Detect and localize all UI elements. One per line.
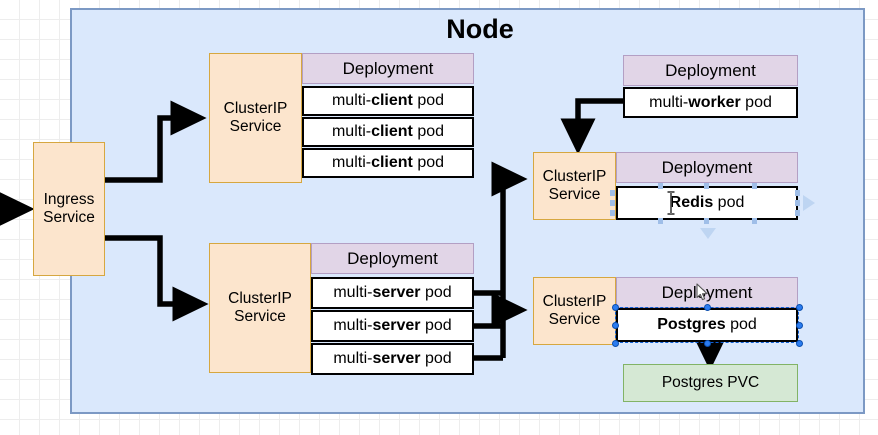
redis-row-handle-bottom[interactable] (610, 210, 615, 216)
postgres-handle-e[interactable] (796, 322, 803, 329)
node-title: Node (446, 14, 514, 44)
clusterip-service-client[interactable]: ClusterIP Service (209, 53, 302, 183)
ingress-service-label-line2: Service (43, 209, 95, 226)
clusterip-service-client-line1: ClusterIP (223, 99, 288, 117)
redis-row-edge-handle-sw[interactable] (658, 218, 663, 224)
pod-row-redis-1[interactable]: Redis pod (616, 186, 798, 220)
clusterip-service-redis-line2: Service (548, 186, 601, 203)
pod-row-postgres-1[interactable]: Postgres pod (616, 308, 798, 342)
redis-row-handle-mid[interactable] (610, 200, 615, 206)
clusterip-service-redis-label: ClusterIP Service (543, 168, 607, 205)
clusterip-service-redis[interactable]: ClusterIP Service (533, 152, 616, 220)
pod-label-client-1: multi-client pod (331, 92, 445, 109)
deployment-header-client[interactable]: Deployment (302, 53, 474, 84)
clusterip-service-server-line1: ClusterIP (228, 289, 292, 307)
ingress-service-label: Ingress Service (43, 191, 95, 228)
pod-row-server-3[interactable]: multi-server pod (311, 343, 474, 375)
postgres-handle-w[interactable] (612, 322, 619, 329)
redis-row-edge-handle-nw[interactable] (658, 183, 663, 189)
clusterip-service-postgres-line1: ClusterIP (542, 292, 607, 310)
pod-row-client-2[interactable]: multi-client pod (302, 117, 474, 147)
pod-row-server-2[interactable]: multi-server pod (311, 310, 474, 342)
redis-row-handle-right-bottom[interactable] (795, 210, 800, 216)
redis-connect-hint-right-icon[interactable] (803, 195, 815, 211)
pod-label-client-3: multi-client pod (331, 154, 445, 171)
redis-row-edge-handle-s[interactable] (704, 218, 709, 224)
redis-row-edge-handle-n[interactable] (704, 183, 709, 189)
pod-label-redis-1: Redis pod (669, 194, 745, 211)
ingress-service-label-line1: Ingress (43, 190, 95, 208)
deployment-header-worker[interactable]: Deployment (623, 55, 798, 86)
clusterip-service-redis-line1: ClusterIP (542, 167, 607, 185)
pod-row-client-1[interactable]: multi-client pod (302, 86, 474, 116)
postgres-handle-ne[interactable] (796, 304, 803, 311)
clusterip-service-postgres-label: ClusterIP Service (543, 293, 607, 330)
clusterip-service-client-line2: Service (229, 118, 282, 135)
pod-label-client-2: multi-client pod (331, 123, 445, 140)
pod-label-server-2: multi-server pod (333, 317, 452, 334)
clusterip-service-client-label: ClusterIP Service (224, 100, 288, 137)
redis-row-edge-handle-se[interactable] (752, 218, 757, 224)
clusterip-service-postgres-line2: Service (548, 311, 601, 328)
pod-label-server-3: multi-server pod (333, 350, 452, 367)
clusterip-service-server[interactable]: ClusterIP Service (209, 243, 311, 373)
pod-label-worker-1: multi-worker pod (649, 93, 772, 111)
pod-label-postgres-1: Postgres pod (657, 316, 757, 333)
postgres-handle-n[interactable] (704, 304, 711, 311)
postgres-handle-nw[interactable] (612, 304, 619, 311)
clusterip-service-server-label: ClusterIP Service (228, 290, 292, 327)
clusterip-service-postgres[interactable]: ClusterIP Service (533, 277, 616, 345)
redis-row-handle-right-mid[interactable] (795, 200, 800, 206)
postgres-pvc-box[interactable]: Postgres PVC (623, 364, 798, 402)
deployment-header-redis[interactable]: Deployment (616, 152, 798, 183)
postgres-handle-s[interactable] (704, 340, 711, 347)
redis-row-handle-right-top[interactable] (795, 190, 800, 196)
postgres-handle-sw[interactable] (612, 340, 619, 347)
pod-row-server-1[interactable]: multi-server pod (311, 277, 474, 309)
pod-row-client-3[interactable]: multi-client pod (302, 148, 474, 178)
clusterip-service-server-line2: Service (234, 308, 286, 325)
postgres-handle-se[interactable] (796, 340, 803, 347)
redis-row-edge-handle-ne[interactable] (752, 183, 757, 189)
deployment-header-server[interactable]: Deployment (311, 243, 474, 274)
ingress-service-box[interactable]: Ingress Service (33, 142, 105, 276)
pod-label-server-1: multi-server pod (333, 284, 452, 301)
pod-row-worker-1[interactable]: multi-worker pod (623, 87, 798, 118)
redis-row-handle-top[interactable] (610, 190, 615, 196)
redis-connect-hint-down-icon[interactable] (700, 228, 716, 239)
